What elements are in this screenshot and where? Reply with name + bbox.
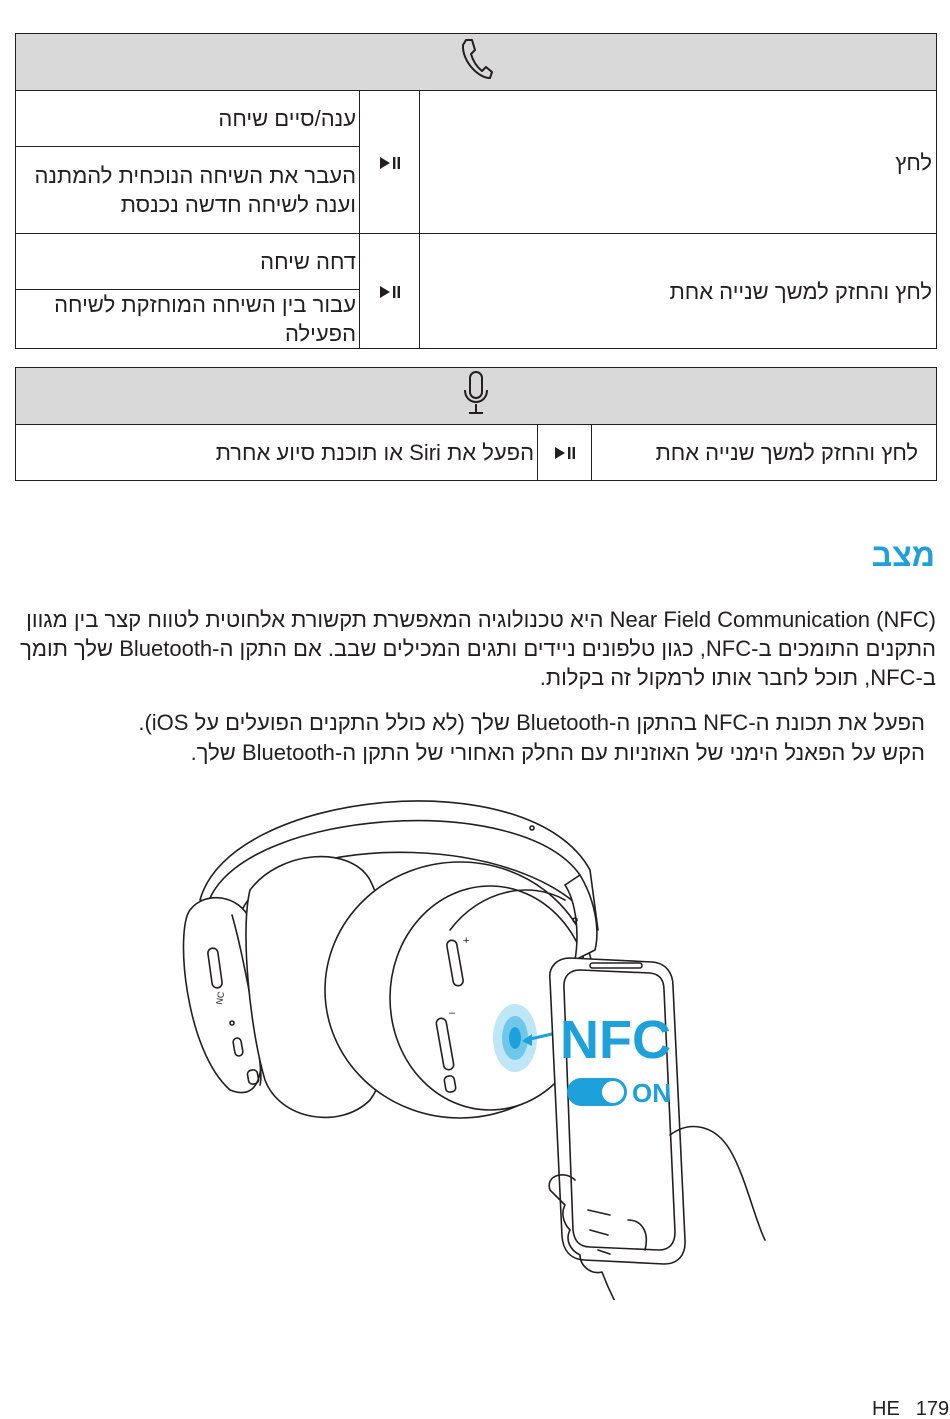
voice-result-siri: הפעל את Siri או תוכנת סיוע אחרת xyxy=(14,424,539,481)
nfc-screen-label: NFC xyxy=(560,1010,671,1070)
call-result-reject: דחה שיחה xyxy=(14,233,361,290)
call-action-press: לחץ xyxy=(419,90,938,234)
nc-button-label: NC xyxy=(214,990,226,1005)
call-action-press-hold: לחץ והחזק למשך שנייה אחת xyxy=(419,233,938,349)
call-controls-table: לחץ ענה/סיים שיחה העבר את השיחה הנוכחית … xyxy=(14,33,938,349)
call-result-hold-answer: העבר את השיחה הנוכחית להמתנה וענה לשיחה … xyxy=(14,146,361,234)
call-result-switch: עבור בין השיחה המוחזקת לשיחה הפעילה xyxy=(14,289,361,349)
nfc-description: Near Field Communication (NFC) היא טכנול… xyxy=(20,607,936,690)
voice-assistant-table: לחץ והחזק למשך שנייה אחת הפעל את Siri או… xyxy=(14,367,938,481)
phone-icon xyxy=(461,38,493,79)
volume-minus-label: – xyxy=(449,1007,456,1019)
call-table-header xyxy=(14,33,938,91)
phone xyxy=(548,957,686,1265)
page-footer: HE 179 xyxy=(872,1398,949,1419)
volume-plus-label: + xyxy=(463,935,469,947)
nfc-toggle-label: ON xyxy=(632,1078,671,1108)
call-result-answer-end: ענה/סיים שיחה xyxy=(14,90,361,147)
call-button-cell-1 xyxy=(359,90,421,234)
voice-table-header xyxy=(14,367,938,425)
call-button-cell-2 xyxy=(359,233,421,349)
hand xyxy=(548,1174,616,1300)
footer-language: HE xyxy=(872,1398,900,1419)
voice-action-press-hold: לחץ והחזק למשך שנייה אחת xyxy=(591,424,938,481)
voice-button-cell xyxy=(537,424,593,481)
nfc-section-title: מצב xyxy=(871,537,935,573)
play-pause-icon xyxy=(379,156,400,169)
nfc-step-1: הפעל את תכונת ה-NFC בהתקן ה-Bluetooth של… xyxy=(138,710,925,735)
play-pause-icon xyxy=(379,285,400,298)
play-pause-icon xyxy=(554,447,575,459)
microphone-icon xyxy=(464,370,488,414)
nfc-steps: הפעל את תכונת ה-NFC בהתקן ה-Bluetooth של… xyxy=(15,708,925,768)
page-number: 179 xyxy=(915,1398,950,1419)
nfc-pairing-illustration: NFC ON NC + – xyxy=(182,800,766,1300)
nfc-toggle-knob xyxy=(602,1081,624,1103)
nfc-step-2: הקש על הפאנל הימני של האוזניות עם החלק ה… xyxy=(190,740,925,765)
